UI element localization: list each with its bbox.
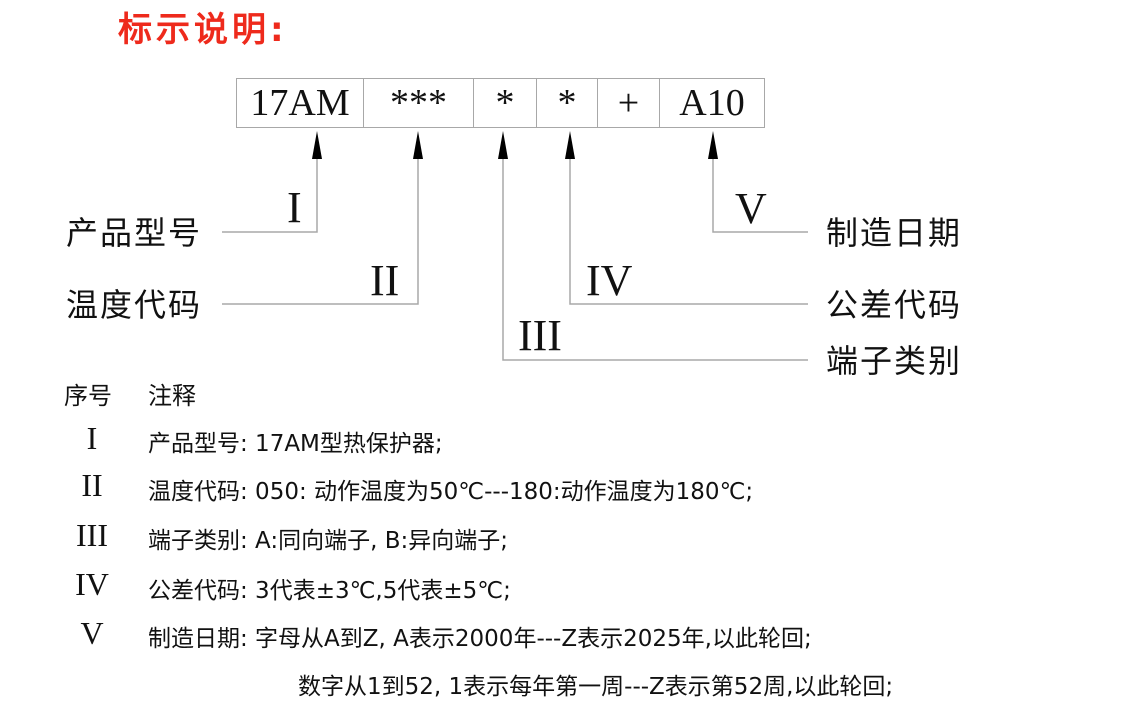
callout-roman-iii: III <box>518 311 562 360</box>
note-text-tolerance-code: 公差代码: 3代表±3℃,5代表±5℃; <box>148 578 511 604</box>
arrow-up-icon <box>312 131 322 159</box>
code-cell-temperature: *** <box>364 79 474 127</box>
code-cell-model: 17AM <box>237 79 364 127</box>
callout-roman-ii: II <box>370 256 400 305</box>
arrow-up-icon <box>708 131 718 159</box>
code-cell-date: A10 <box>679 82 745 124</box>
callout-roman-v: V <box>735 184 767 233</box>
leader-line-ii <box>222 150 419 305</box>
note-text-terminal-type: 端子类别: A:同向端子, B:异向端子; <box>148 528 509 554</box>
note-text-manufacture-date-continued: 数字从1到52, 1表示每年第一周---Z表示第52周,以此轮回; <box>298 674 894 700</box>
leader-line-v <box>712 150 808 233</box>
leader-line-iii <box>502 150 808 361</box>
note-roman-iii: III <box>76 517 108 553</box>
note-text-temperature-code: 温度代码: 050: 动作温度为50℃---180:动作温度为180℃; <box>148 479 754 505</box>
model-code-box: 17AM *** * * + A10 <box>236 78 765 128</box>
leader-line-iv <box>569 150 808 305</box>
callout-label-tolerance-code: 公差代码 <box>826 286 963 324</box>
code-cell-plus: + <box>598 79 660 127</box>
notes-header-index: 序号 <box>64 382 112 410</box>
leader-line-i <box>222 150 318 233</box>
code-cell-terminal: * <box>474 79 537 127</box>
callout-roman-i: I <box>287 183 302 232</box>
note-roman-iv: IV <box>75 566 109 602</box>
note-text-manufacture-date: 制造日期: 字母从A到Z, A表示2000年---Z表示2025年,以此轮回; <box>148 626 812 652</box>
code-cell-tolerance: * <box>537 79 598 127</box>
arrow-up-icon <box>565 131 575 159</box>
notes-header-note: 注释 <box>148 382 196 410</box>
note-roman-v: V <box>80 615 104 651</box>
note-roman-ii: II <box>81 467 103 503</box>
arrow-up-icon <box>498 131 508 159</box>
diagram-title: 标示说明: <box>118 10 288 50</box>
note-roman-i: I <box>86 420 98 456</box>
callout-roman-iv: IV <box>586 256 633 305</box>
note-text-product-model: 产品型号: 17AM型热保护器; <box>148 431 443 457</box>
callout-label-terminal-type: 端子类别 <box>826 342 963 380</box>
callout-label-temperature-code: 温度代码 <box>66 286 203 324</box>
callout-label-manufacture-date: 制造日期 <box>826 214 963 252</box>
arrow-up-icon <box>413 131 423 159</box>
callout-label-product-model: 产品型号 <box>66 214 203 252</box>
